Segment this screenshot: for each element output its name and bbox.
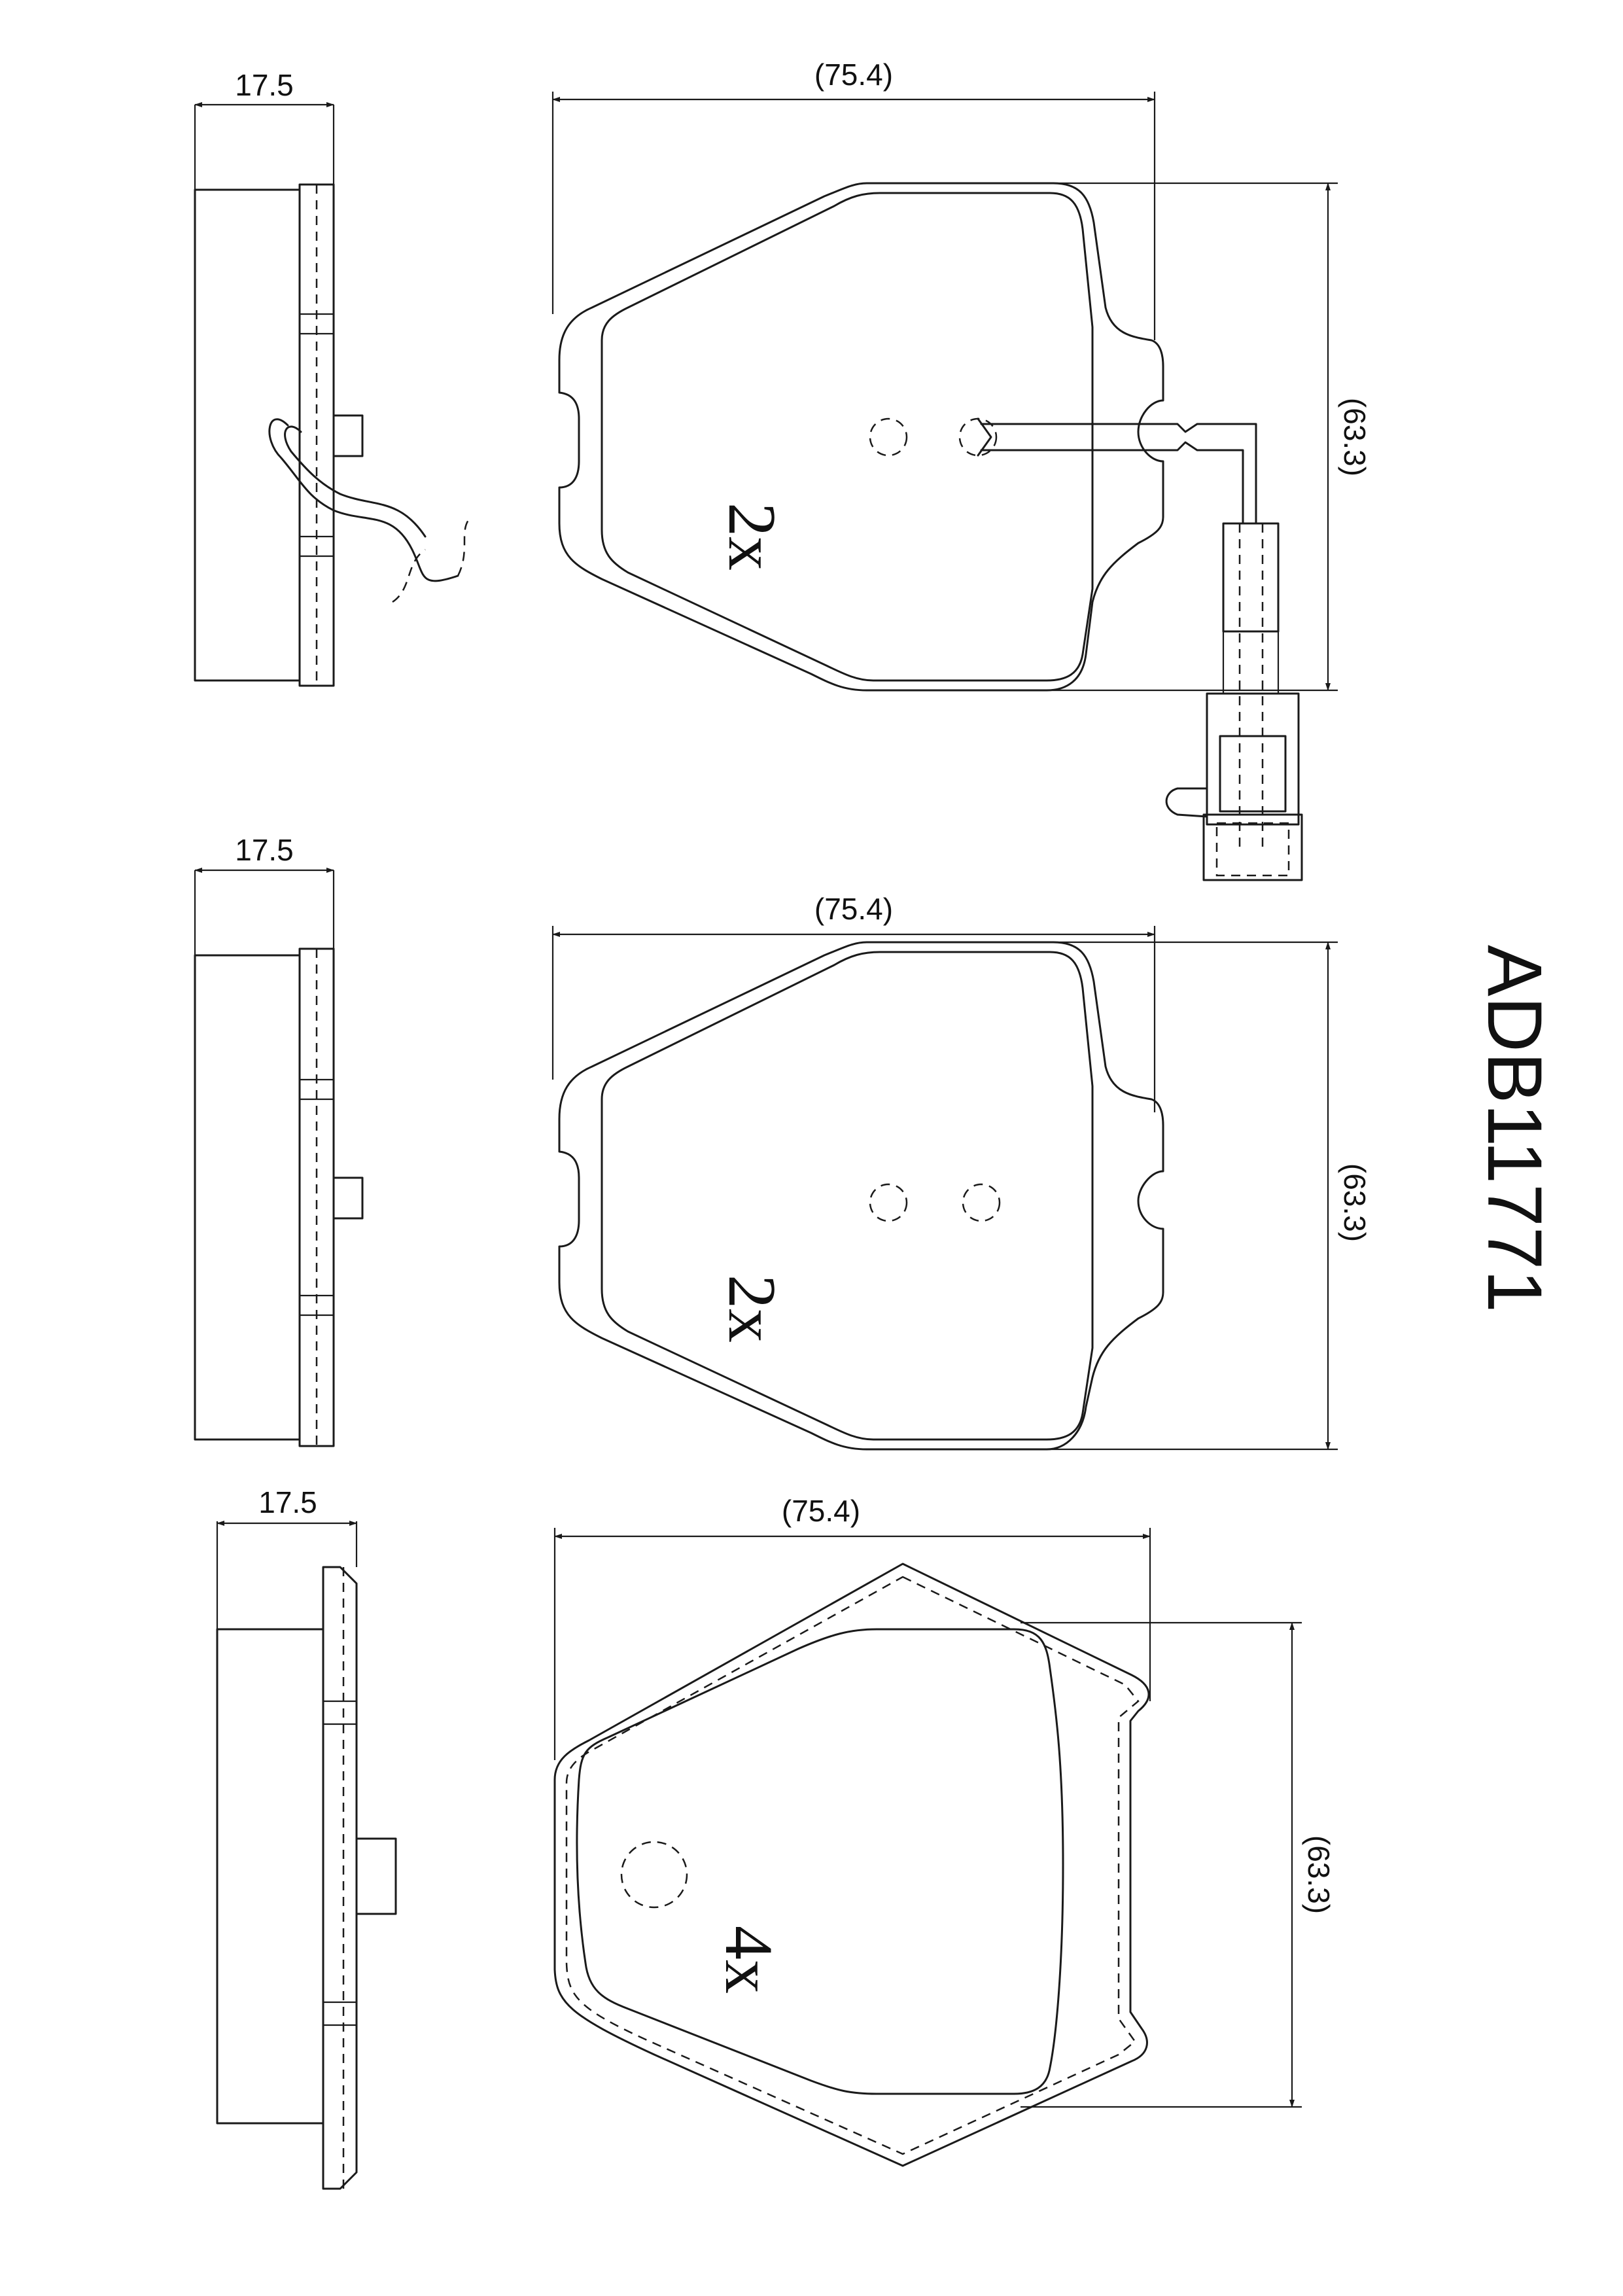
pad-2-side-view — [194, 868, 364, 1447]
pad-1-height-label: (63.3) — [1338, 398, 1372, 476]
pad-2-thickness-label: 17.5 — [235, 833, 294, 867]
pad-2-width-label: (75.4) — [814, 892, 893, 926]
pad-1-width-label: (75.4) — [814, 58, 893, 92]
pad-3-front-view — [553, 1528, 1302, 2167]
pad-3-width-label: (75.4) — [782, 1494, 860, 1528]
pad-2-quantity-label: 2x — [714, 1275, 790, 1343]
pad-1-side-view — [194, 102, 472, 687]
pad-1-thickness-label: 17.5 — [235, 68, 294, 102]
pad-3-height-label: (63.3) — [1302, 1835, 1336, 1914]
pad-1-quantity-label: 2x — [714, 503, 790, 571]
pad-1-front-view — [551, 92, 1338, 881]
pad-3-side-view — [216, 1521, 397, 2190]
part-number-label: ADB11771 — [1471, 945, 1558, 1313]
pad-2-front-view — [551, 926, 1338, 1451]
pad-3-thickness-label: 17.5 — [258, 1485, 317, 1519]
pad-3-quantity-label: 4x — [711, 1926, 786, 1994]
pad-2-height-label: (63.3) — [1338, 1163, 1372, 1242]
